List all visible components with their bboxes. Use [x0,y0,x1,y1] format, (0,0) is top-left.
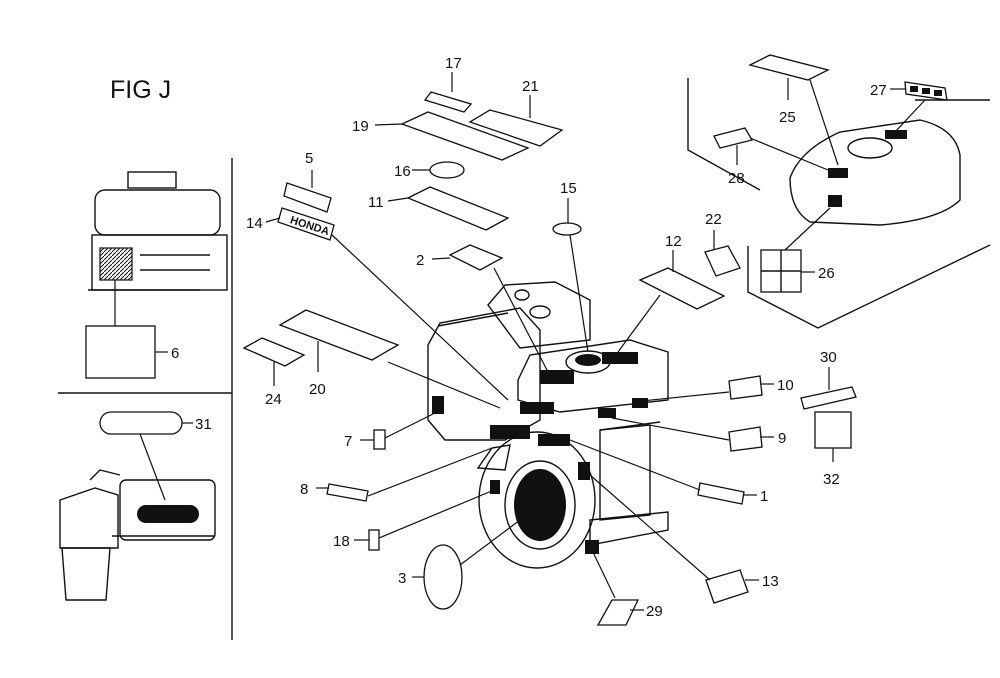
callout-17: 17 [445,55,462,72]
callout-20: 20 [309,381,326,398]
callout-9: 9 [778,430,786,447]
decal-29 [590,547,644,626]
callout-18: 18 [333,533,350,550]
callout-7: 7 [344,433,352,450]
fuel-tank-inset [687,78,991,329]
callout-27: 27 [870,82,887,99]
inset-engine-bottom [59,469,216,601]
callout-2: 2 [416,252,424,269]
callout-5: 5 [305,150,313,167]
callout-29: 29 [646,603,663,620]
callout-31: 31 [195,416,212,433]
left-inset-panels [58,158,233,640]
callout-22: 22 [705,211,722,228]
decal-27 [890,81,948,133]
callout-30: 30 [820,349,837,366]
callout-8: 8 [300,481,308,498]
callout-15: 15 [560,180,577,197]
decal-14: HONDA [265,207,509,401]
decal-10 [631,375,774,403]
inset-engine-top [88,171,228,291]
decal-25 [748,54,839,166]
decal-19 [374,111,530,161]
decal-13 [589,474,759,604]
decal-22 [704,230,741,277]
decal-6 [85,280,168,379]
callout-3: 3 [398,570,406,587]
decal-18 [354,489,495,551]
decal-1 [569,439,757,505]
callout-28: 28 [728,170,745,187]
decal-17 [423,72,473,113]
callout-26: 26 [818,265,835,282]
decal-15 [552,198,589,353]
decal-11 [387,186,510,231]
decal-3 [412,519,521,610]
engine-illustration [427,281,669,569]
decal-12 [617,250,726,353]
callout-11: 11 [368,194,384,211]
decal-20 [278,309,501,409]
callout-1: 1 [760,488,768,505]
callout-10: 10 [777,377,794,394]
decal-5 [283,170,332,213]
decal-9 [611,417,774,452]
callout-24: 24 [265,391,282,408]
callout-19: 19 [352,118,369,135]
callout-12: 12 [665,233,682,250]
callout-25: 25 [779,109,796,126]
decal-30 [800,367,857,410]
decal-32 [814,411,852,462]
callout-32: 32 [823,471,840,488]
decal-8 [316,447,493,502]
decal-7 [360,413,434,450]
decal-16 [412,161,465,179]
figure-title: FIG J [110,76,172,104]
decal-24 [242,337,306,386]
decal-28 [713,127,829,171]
callout-14: 14 [246,215,263,232]
callout-6: 6 [171,345,179,362]
decal-2 [431,244,549,373]
decal-21 [468,95,564,147]
decal-26 [760,207,831,293]
callout-13: 13 [762,573,779,590]
callout-16: 16 [394,163,411,180]
callout-21: 21 [522,78,539,95]
decal-31 [99,411,193,501]
